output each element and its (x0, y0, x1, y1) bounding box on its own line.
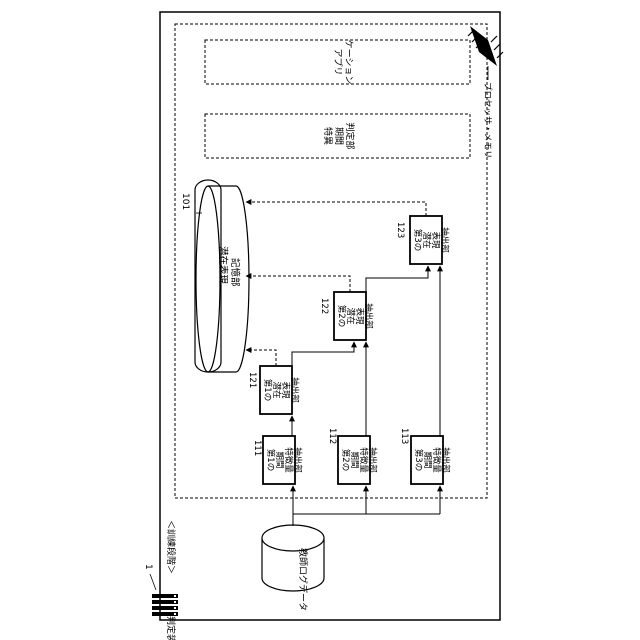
dashed-arrow-le2-to-storage (246, 276, 350, 292)
teacher-data-cylinder (262, 525, 324, 591)
latent-extractor-1-label: 第1の 潜在 表現 抽出部 (262, 377, 300, 403)
period-judge-line-3: 判定部 (344, 122, 356, 149)
latent-extractor-1-ref: 121 (247, 372, 257, 388)
device-label: 判定装置 (165, 616, 177, 640)
arrow-le1-to-le2 (292, 342, 354, 366)
fe1-line-4: 抽出部 (292, 447, 303, 473)
feature-extractor-3-label: 第3の 期間 特徴量 抽出部 (413, 447, 451, 473)
latent-storage-label-line-1: 潜在表現 (217, 246, 229, 285)
server-rack-icon (152, 594, 178, 616)
device-ref-number: 1 (143, 564, 153, 570)
latent-storage-label-line-2: 記憶部 (229, 258, 241, 287)
fe3-line-4: 抽出部 (440, 447, 451, 473)
application-label: アプリ ケーション (332, 40, 354, 85)
latent-extractor-3-label: 第3の 潜在 表現 抽出部 (412, 227, 450, 253)
latent-extractor-2-label: 第2の 潜在 表現 抽出部 (336, 303, 374, 329)
fe2-line-4: 抽出部 (367, 447, 378, 473)
feature-extractor-3-ref: 113 (399, 428, 409, 444)
le2-line-4: 抽出部 (363, 303, 374, 329)
dashed-arrow-le1-to-storage (246, 350, 276, 366)
fe3-line-2: 期間 (422, 451, 432, 468)
latent-extractor-3-ref: 123 (395, 222, 405, 238)
fe2-line-2: 期間 (349, 451, 359, 468)
arrow-le2-to-le3 (366, 266, 428, 292)
feature-extractor-2-ref: 112 (327, 428, 337, 444)
application-label-line-1: アプリ (332, 48, 343, 75)
feature-extractor-1-label: 第1の 期間 特徴量 抽出部 (265, 447, 303, 473)
device-frame (160, 12, 500, 620)
feature-extractor-2-label: 第2の 期間 特徴量 抽出部 (340, 447, 378, 473)
latent-extractor-2-ref: 122 (319, 298, 329, 314)
period-judge-line-1: 特異 (322, 127, 334, 145)
latent-storage-ref: 101 (180, 193, 190, 210)
period-judge-label: 特異 期間 判定部 (322, 122, 356, 149)
le3-line-4: 抽出部 (439, 227, 450, 253)
phase-label: ＜訓練段階＞ (165, 520, 177, 574)
device-ref-leader (150, 574, 156, 590)
processor-memory-label: プロセッサ・メモリ (482, 82, 492, 159)
application-label-line-2: ケーション (343, 40, 354, 85)
le1-line-4: 抽出部 (289, 377, 300, 403)
feature-extractor-1-ref: 111 (252, 440, 262, 456)
period-judge-line-2: 期間 (333, 127, 344, 145)
teacher-data-label: 教師ログデータ (297, 548, 309, 611)
chip-icon (468, 26, 503, 66)
dashed-arrow-le3-to-storage (246, 202, 426, 216)
fe1-line-2: 期間 (274, 451, 284, 468)
